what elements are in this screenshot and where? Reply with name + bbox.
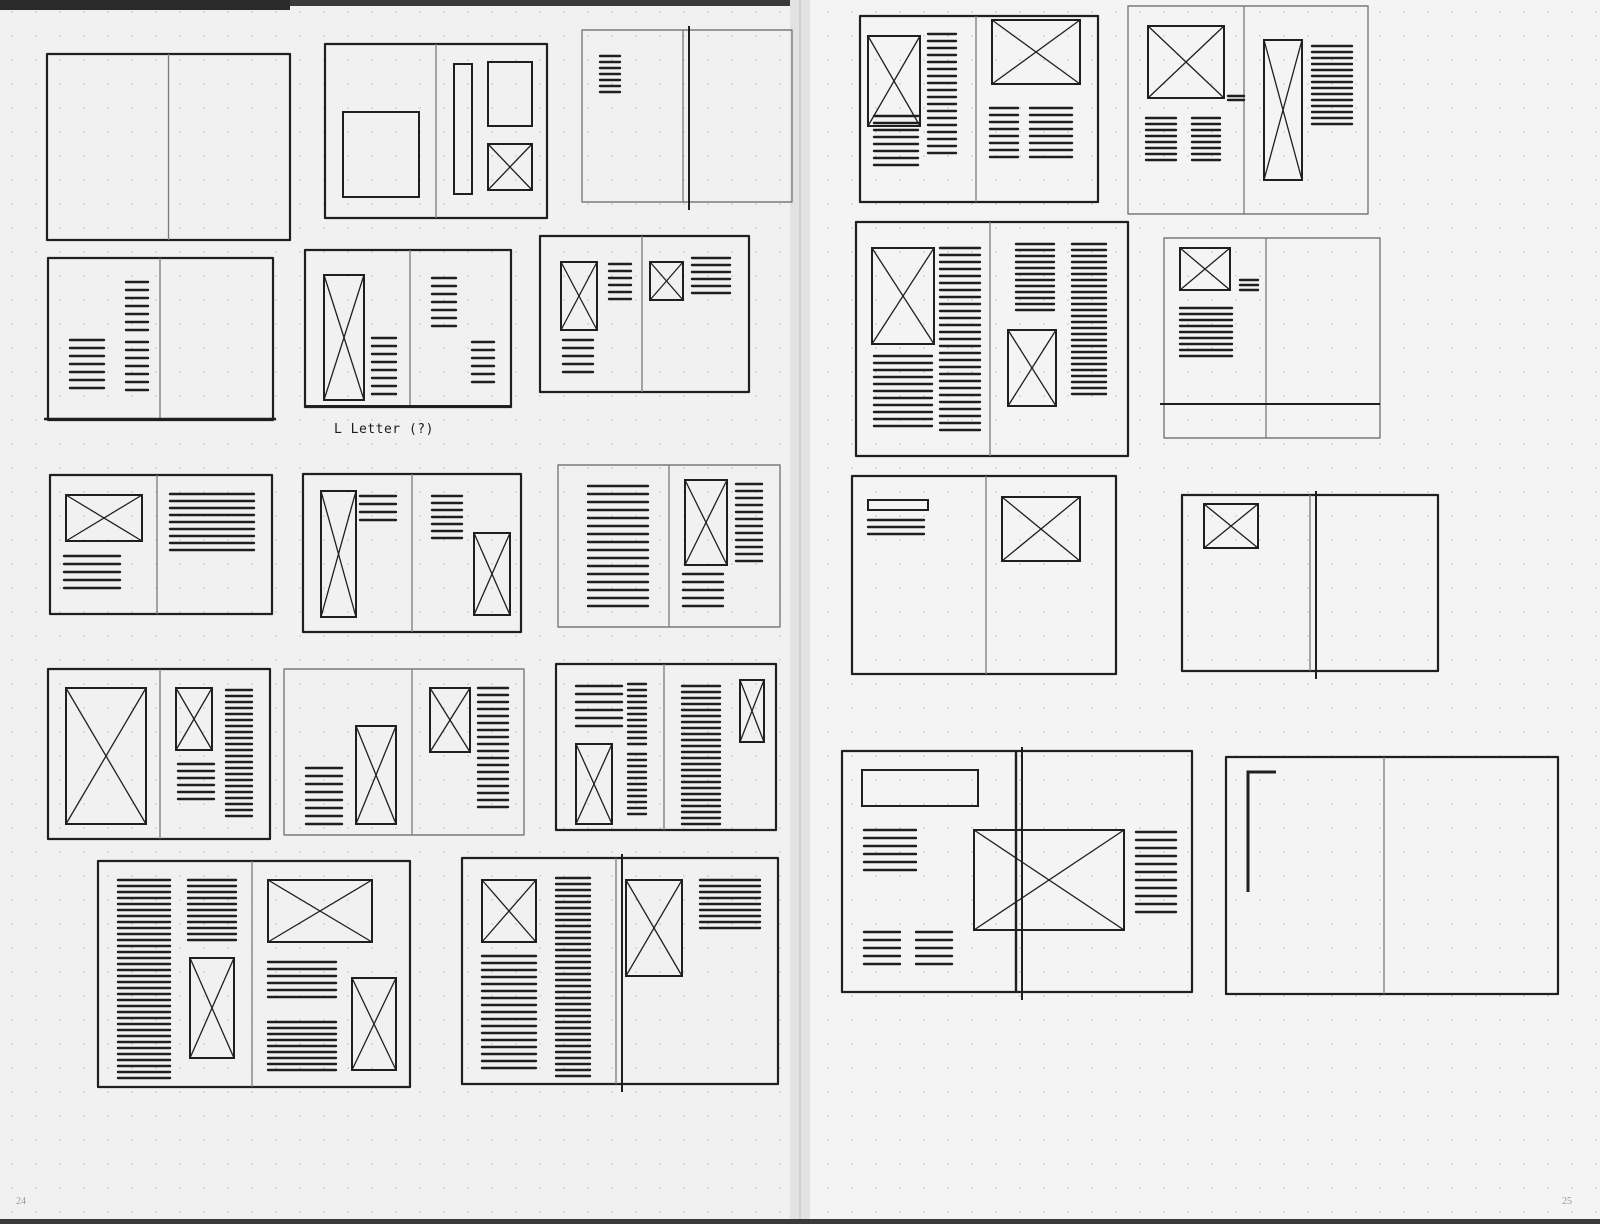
sketch-note: L Letter (?)	[334, 422, 434, 437]
text-block-icon	[600, 56, 620, 92]
text-block-icon	[268, 1022, 336, 1070]
right-page-number: 25	[1562, 1196, 1572, 1207]
desk-strip	[0, 0, 290, 10]
text-block-icon	[126, 282, 148, 330]
text-block-icon	[700, 880, 760, 928]
left-page-number: 24	[16, 1196, 26, 1207]
text-block-icon	[432, 278, 456, 326]
text-block-icon	[432, 496, 462, 538]
text-block-icon	[70, 340, 104, 388]
text-block-icon	[940, 248, 980, 430]
text-block-icon	[126, 342, 148, 390]
